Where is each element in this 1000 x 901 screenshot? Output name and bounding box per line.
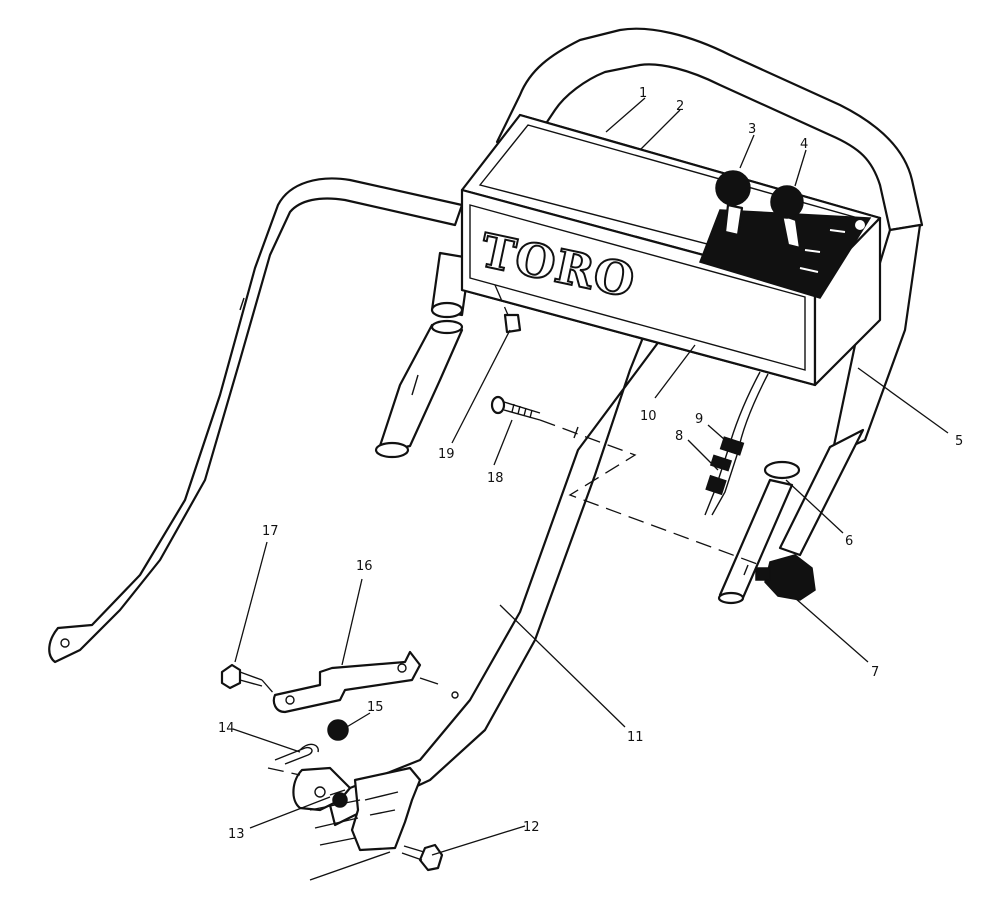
callout-1: 1 [639,86,647,101]
callout-10: 10 [640,409,657,424]
choke-lever [770,185,804,250]
callout-3: 3 [748,122,756,137]
leader-lines [232,97,949,856]
middle-handle [292,328,662,827]
left-handle [48,177,464,664]
control-plate [699,209,872,299]
pivot-bolt [329,789,348,808]
callout-14: 14 [218,721,235,736]
callout-17: 17 [262,524,279,539]
callout-4: 4 [800,137,808,152]
callout-13: 13 [228,827,245,842]
handle-knob [755,554,816,601]
assembly-lines [261,284,761,776]
control-panel: TORO [460,113,882,387]
bracket-bolt [220,663,263,690]
callout-18: 18 [487,471,504,486]
lock-nut [503,313,522,334]
upper-handle [495,27,924,557]
callout-16: 16 [356,559,373,574]
handle-bracket [272,650,439,714]
cable-clamp [717,460,801,605]
mounting-bracket [309,766,422,881]
control-cables [704,371,769,516]
throttle-lever [715,170,751,237]
lower-bolt [401,843,444,872]
callout-2: 2 [676,99,684,114]
carriage-bolt [490,395,541,421]
hairpin-clip [274,743,319,765]
callout-12: 12 [523,820,540,835]
callout-9: 9 [695,412,703,427]
callout-15: 15 [367,700,384,715]
hole-plug [327,719,349,741]
callout-11: 11 [627,730,644,745]
callout-5: 5 [955,434,963,449]
callout-7: 7 [871,665,879,680]
lower-left-tube [374,251,472,459]
callout-19: 19 [438,447,455,462]
callout-6: 6 [845,534,853,549]
callout-8: 8 [675,429,683,444]
callouts: 1 2 3 4 5 6 7 8 9 10 11 12 13 14 15 16 1… [218,86,963,842]
